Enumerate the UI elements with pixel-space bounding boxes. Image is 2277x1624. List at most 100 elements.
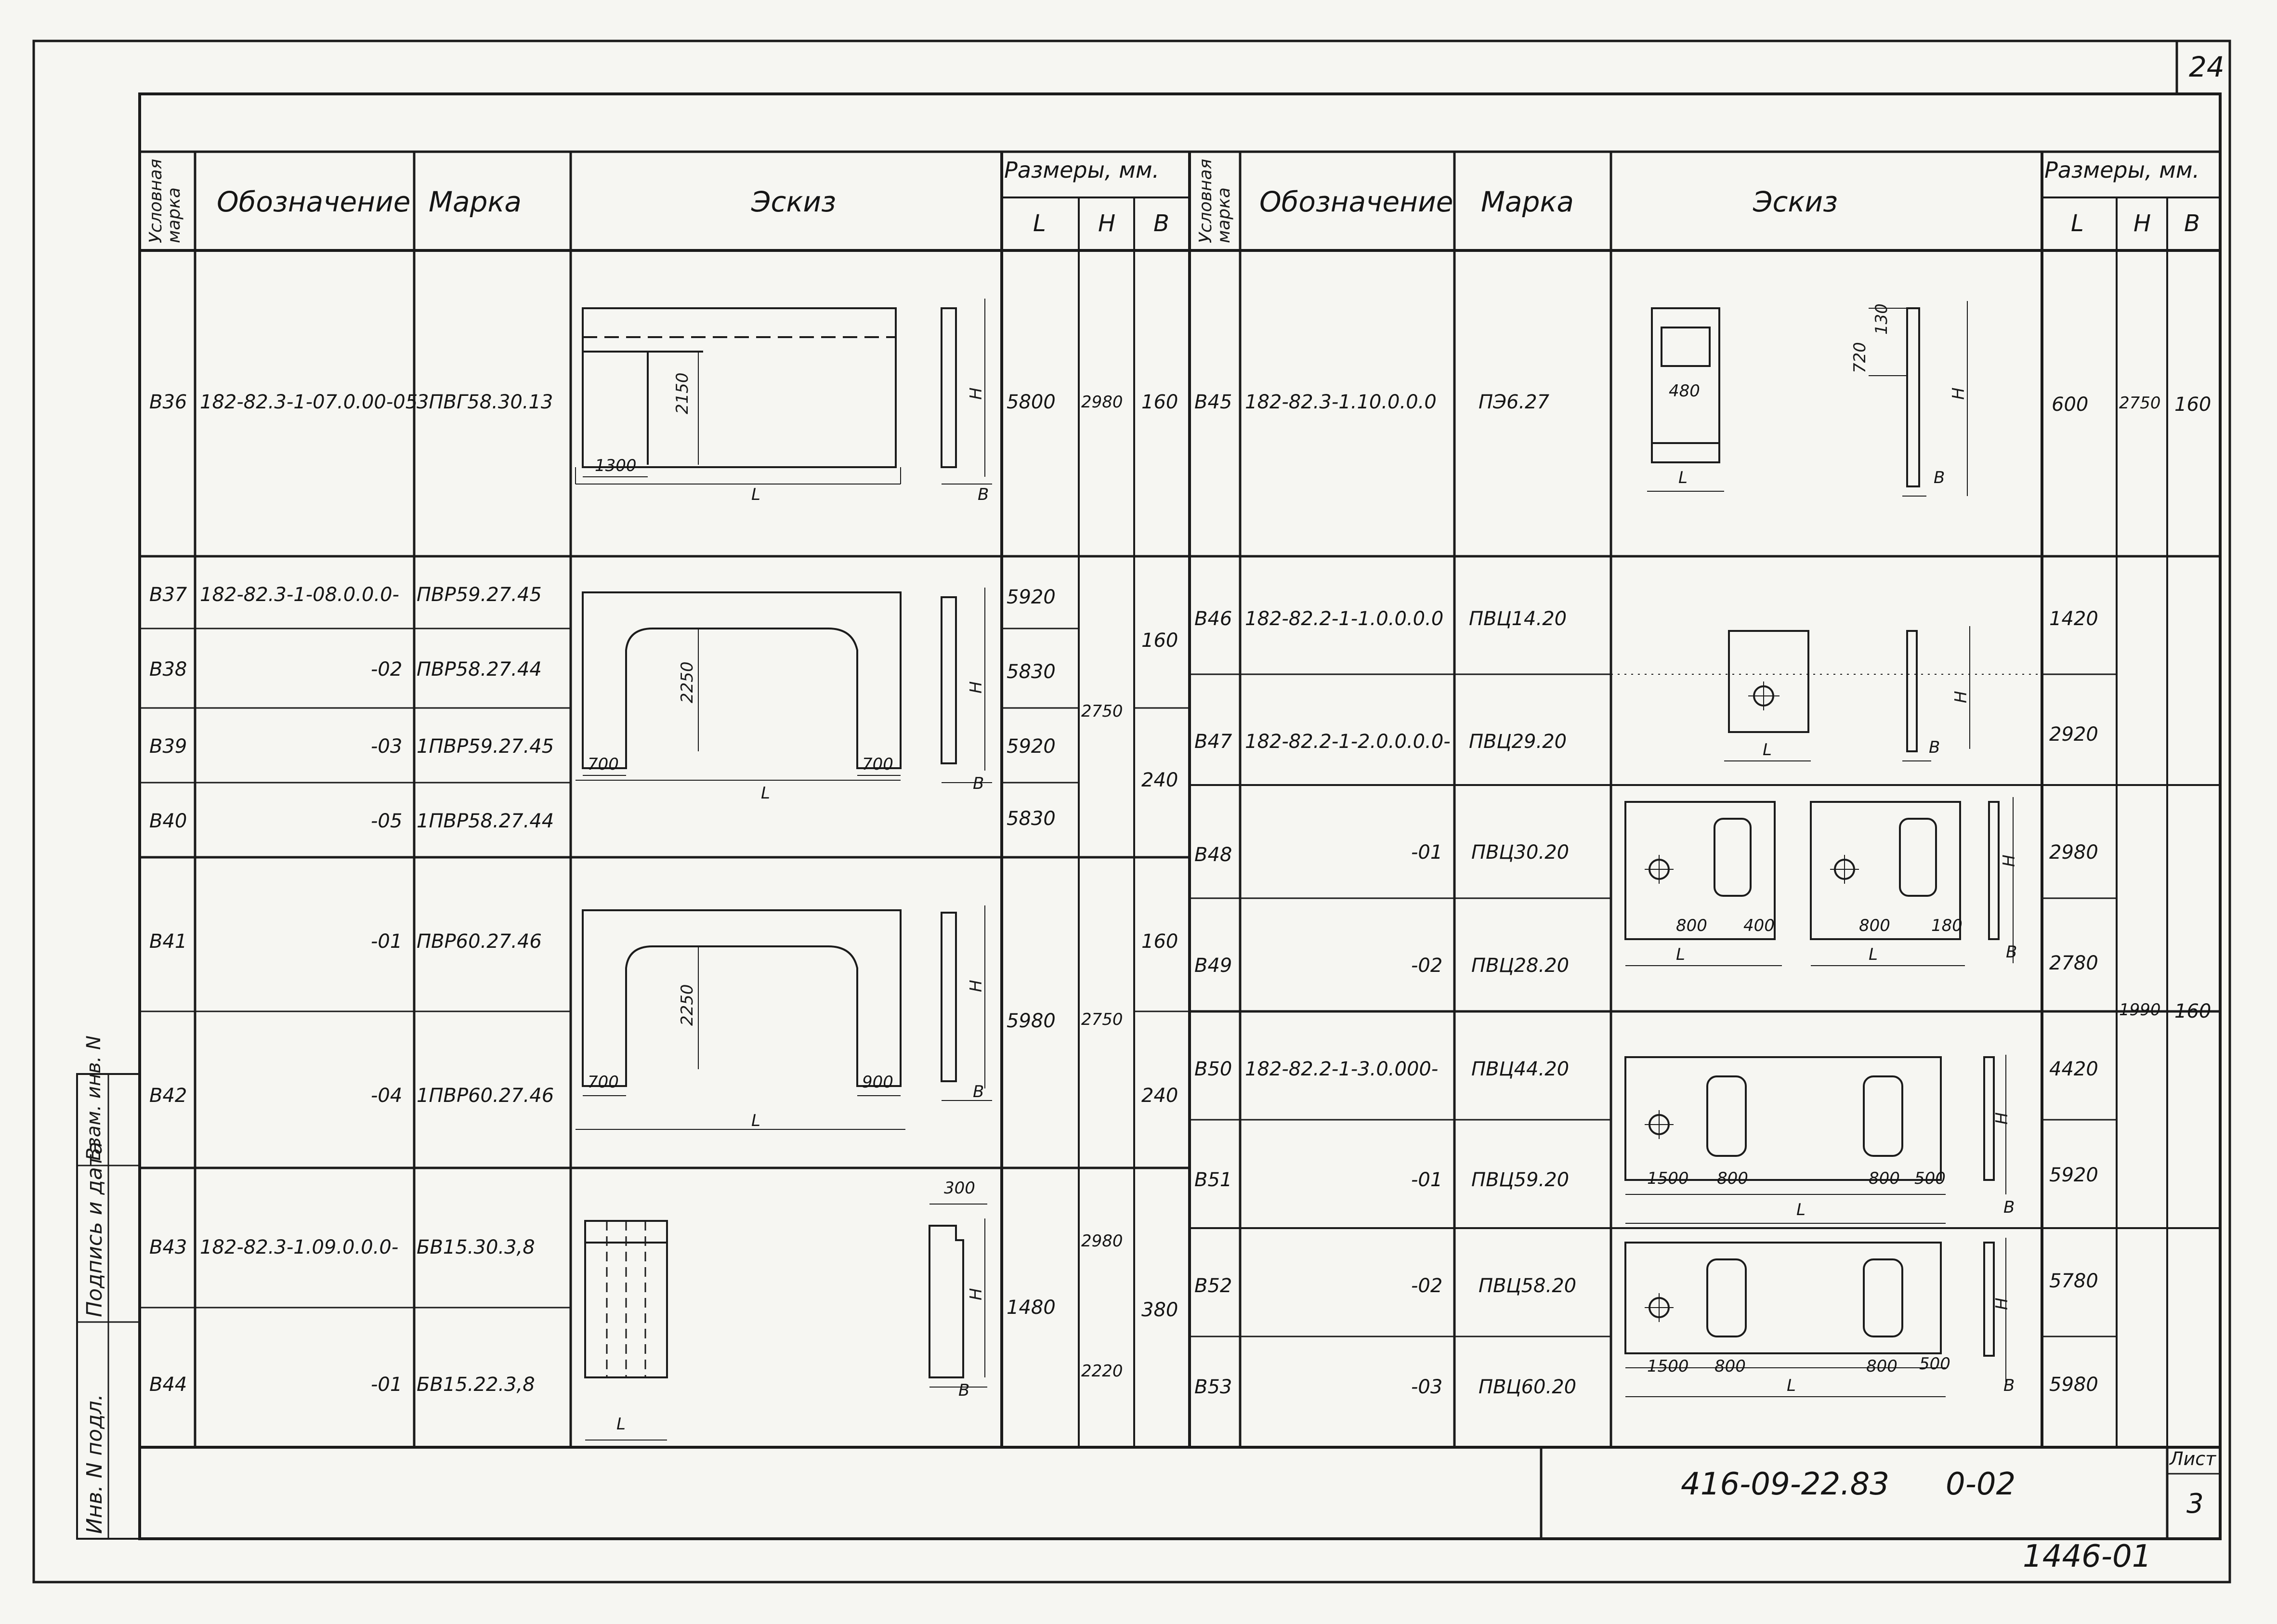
dim-B: 160	[1141, 391, 1178, 413]
row-id: B38	[149, 658, 187, 681]
row-designation: -04	[371, 1085, 403, 1107]
sketch-label: 700	[862, 755, 893, 774]
row-designation: 182-82.3-1-07.0.00-05	[200, 391, 418, 413]
header-sketch-left: Эскиз	[751, 185, 836, 218]
row-designation: 182-82.2-1-3.0.000-	[1245, 1058, 1439, 1080]
row-id: B39	[149, 735, 187, 758]
row-mark: ПВЦ58.20	[1479, 1275, 1577, 1297]
header-B-right: B	[2184, 210, 2200, 237]
sketch-label: L	[761, 784, 770, 803]
dim-H: 2980	[1081, 1231, 1123, 1251]
sketch-label: L	[1796, 1200, 1806, 1219]
sketch-label: B	[958, 1381, 970, 1400]
header-H-right: H	[2133, 210, 2151, 237]
row-mark: ПВЦ59.20	[1471, 1169, 1570, 1191]
dim-H-b45: 2750	[2119, 393, 2161, 413]
row-id: B40	[149, 810, 187, 832]
sketch-label: L	[1787, 1376, 1796, 1395]
sheet-label: Лист	[2170, 1448, 2216, 1469]
row-id: B42	[149, 1085, 187, 1107]
header-cond-mark-left: Условная марка	[146, 158, 184, 243]
sketch-label: L	[751, 1111, 760, 1130]
archive-number: 1446-01	[2023, 1539, 2152, 1574]
row-mark: 1ПВР60.27.46	[417, 1085, 554, 1107]
row-designation: -02	[1411, 1275, 1443, 1297]
header-B-left: B	[1153, 210, 1169, 237]
sketch-label: L	[616, 1414, 626, 1434]
dim-B-b45: 160	[2174, 393, 2212, 416]
row-mark: ПВЦ28.20	[1471, 955, 1570, 977]
sketch-label: 1500	[1647, 1357, 1689, 1376]
row-id: B46	[1194, 608, 1232, 630]
row-mark: 1ПВР59.27.45	[417, 735, 554, 758]
dim-B: 380	[1141, 1299, 1178, 1321]
row-id: B51	[1194, 1169, 1232, 1191]
row-mark: 3ПВГ58.30.13	[417, 391, 553, 413]
row-L: 2920	[2049, 723, 2098, 746]
sketch-label: H	[1949, 387, 1968, 400]
sketch-label: 2150	[673, 372, 692, 414]
row-L: 600	[2052, 393, 2089, 416]
sketch-b36	[575, 299, 992, 485]
sketch-label: 2250	[678, 661, 697, 703]
sketch-label: B	[2003, 1376, 2015, 1395]
row-id: B49	[1194, 955, 1232, 977]
sketch-label: B	[2003, 1198, 2015, 1217]
row-mark: ПВЦ60.20	[1479, 1376, 1577, 1398]
header-L-right: L	[2071, 210, 2084, 237]
sketch-label: 2250	[678, 984, 697, 1026]
sketch-label: B	[1934, 468, 1945, 487]
dim-L: 5920	[1007, 586, 1056, 608]
row-designation: -03	[371, 735, 403, 758]
row-id: B48	[1194, 844, 1232, 866]
dim-H: 2750	[1081, 702, 1123, 721]
stamp-inv-no: Инв. N подл.	[82, 1394, 107, 1534]
dim-B-common: 160	[2174, 1000, 2212, 1022]
sketch-b45	[1647, 301, 1968, 497]
header-mark-left: Марка	[429, 185, 522, 218]
sketch-label: 400	[1743, 916, 1775, 935]
row-mark: БВ15.22.3,8	[417, 1374, 535, 1396]
row-designation: -03	[1411, 1376, 1443, 1398]
dim-B: 160	[1141, 930, 1178, 953]
document-code: 416-09-22.83	[1681, 1467, 1889, 1502]
dim-L: 5830	[1007, 808, 1056, 830]
sketch-b52-b53	[1624, 1238, 2006, 1397]
dim-H-common: 1990	[2119, 1000, 2161, 1020]
row-designation: -01	[1411, 841, 1443, 864]
sketch-label: 800	[1676, 916, 1707, 935]
sketch-label: 800	[1859, 916, 1890, 935]
sketch-label: 700	[588, 1073, 619, 1092]
dim-H: 2980	[1081, 393, 1123, 412]
sketch-label: B	[973, 1082, 984, 1101]
sketch-label: B	[978, 485, 989, 504]
row-id: B53	[1194, 1376, 1232, 1398]
row-designation: -01	[371, 930, 403, 953]
sheet-code: 0-02	[1946, 1467, 2016, 1502]
dim-H: 2220	[1081, 1362, 1123, 1381]
header-H-left: H	[1098, 210, 1116, 237]
header-designation-right: Обозначение	[1259, 185, 1453, 218]
row-L: 1420	[2049, 608, 2098, 630]
sketch-label: L	[1763, 740, 1772, 760]
row-id: B50	[1194, 1058, 1232, 1080]
row-designation: 182-82.2-1-2.0.0.0.0-	[1245, 731, 1451, 753]
row-designation: -05	[371, 810, 403, 832]
row-mark: ПВЦ29.20	[1469, 731, 1567, 753]
sketch-b43-b44	[584, 1204, 987, 1441]
row-id: B37	[149, 584, 187, 606]
header-cond-mark-right: Условная марка	[1196, 158, 1234, 243]
row-mark: 1ПВР58.27.44	[417, 810, 554, 832]
sketch-label: 300	[944, 1179, 975, 1198]
sketch-label: 480	[1669, 381, 1700, 401]
page-number: 24	[2189, 51, 2225, 83]
row-designation: -01	[371, 1374, 403, 1396]
sketch-label: 720	[1850, 342, 1870, 373]
sketch-label: 700	[588, 755, 619, 774]
sketch-label: 1300	[595, 456, 637, 475]
sketch-label: 900	[862, 1073, 893, 1092]
row-designation: 182-82.3-1-08.0.0.0-	[200, 584, 399, 606]
sketch-label: H	[2000, 854, 2019, 867]
